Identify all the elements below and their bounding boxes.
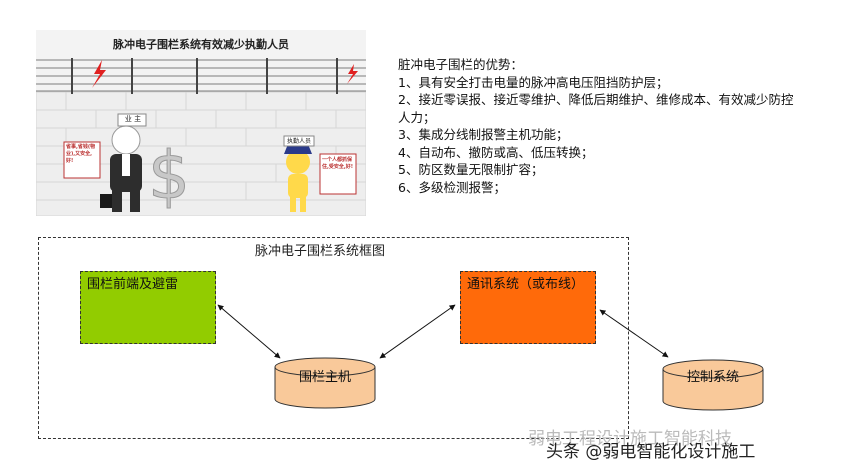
fence-front-label: 围栏前端及避雷 [87,277,179,292]
owner-sign [63,141,101,179]
fence-wires [36,59,366,92]
advantage-item-6: 6、多级检测报警； [398,179,506,195]
dollar-icon: $ [148,137,190,214]
watermark-behind: 弱电工程设计施工智能科技 [528,429,732,449]
lightning-icon-2 [347,64,358,84]
advantage-item-3: 3、集成分线制报警主机功能； [398,127,569,142]
advantage-item-4: 4、自动布、撤防或高、低压转换； [398,144,594,160]
watermark-front: 头条 @弱电智能化设计施工 [546,442,756,462]
guard-label: 执勤人员 [286,138,311,145]
guard-figure [284,144,312,212]
illustration-title: 脉冲电子围栏系统有效减少执勤人员 [113,38,289,51]
advantage-item-2: 2、接近零误报、接近零维护、降低后期维护、维修成本、有效减少防控人力； [398,92,794,125]
lightning-icon [92,60,106,88]
comm-system-node: 通讯系统（或布线） [460,271,596,344]
host-label: 围栏主机 [298,370,351,385]
fence-front-node: 围栏前端及避雷 [80,271,216,344]
owner-figure [100,125,142,212]
fence-scene: $ [36,58,366,216]
advantage-item-1: 1、具有安全打击电量的脉冲高电压阻挡防护层； [398,74,669,90]
owner-sign-text: 省事,省钱(物业),又安全,好! [66,144,96,164]
comm-system-label: 通讯系统（或布线） [467,277,585,292]
diagram-title: 脉冲电子围栏系统框图 [255,244,386,259]
guard-tag [283,135,315,147]
owner-label: 业 主 [124,115,142,123]
fence-illustration: 脉冲电子围栏系统有效减少执勤人员 [36,30,366,216]
owner-tag [117,113,147,127]
control-label: 控制系统 [686,370,739,385]
advantages-title: 脏冲电子围栏的优势： [398,57,524,72]
advantage-item-5: 5、防区数量无限制扩容； [398,162,544,177]
guard-sign-text: 一个人都抓保住,受安全,好! [322,157,354,170]
guard-sign [319,153,357,195]
fence-posts [71,58,338,94]
advantages-list: 脏冲电子围栏的优势： 1、具有安全打击电量的脉冲高电压阻挡防护层； 2、接近零误… [398,56,798,196]
